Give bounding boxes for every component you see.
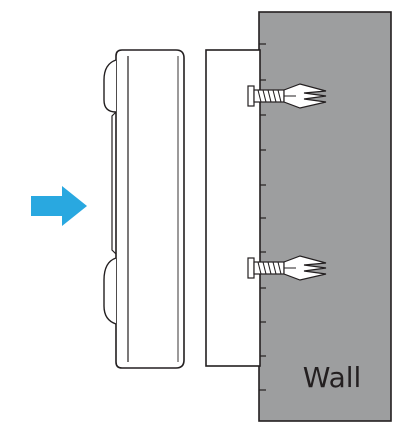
anchor-fins: [283, 255, 327, 281]
doorbell-ridge: [111, 111, 117, 255]
screw-threads: [257, 89, 282, 103]
doorbell-device: [103, 49, 185, 369]
button-bump: [103, 257, 117, 325]
screw-head: [247, 85, 255, 107]
wall-label: Wall: [303, 361, 362, 394]
anchor-fins: [283, 83, 327, 109]
wall: Wall: [258, 11, 392, 422]
arrow-shape: [31, 186, 87, 226]
right-arrow-icon: [31, 186, 87, 226]
screw-lower: [247, 255, 327, 281]
screw-head: [247, 257, 255, 279]
doorbell-body: [115, 49, 185, 369]
camera-bump: [103, 59, 117, 113]
screw-upper: [247, 83, 327, 109]
screw-threads: [257, 261, 282, 275]
wall-body: [258, 11, 392, 422]
